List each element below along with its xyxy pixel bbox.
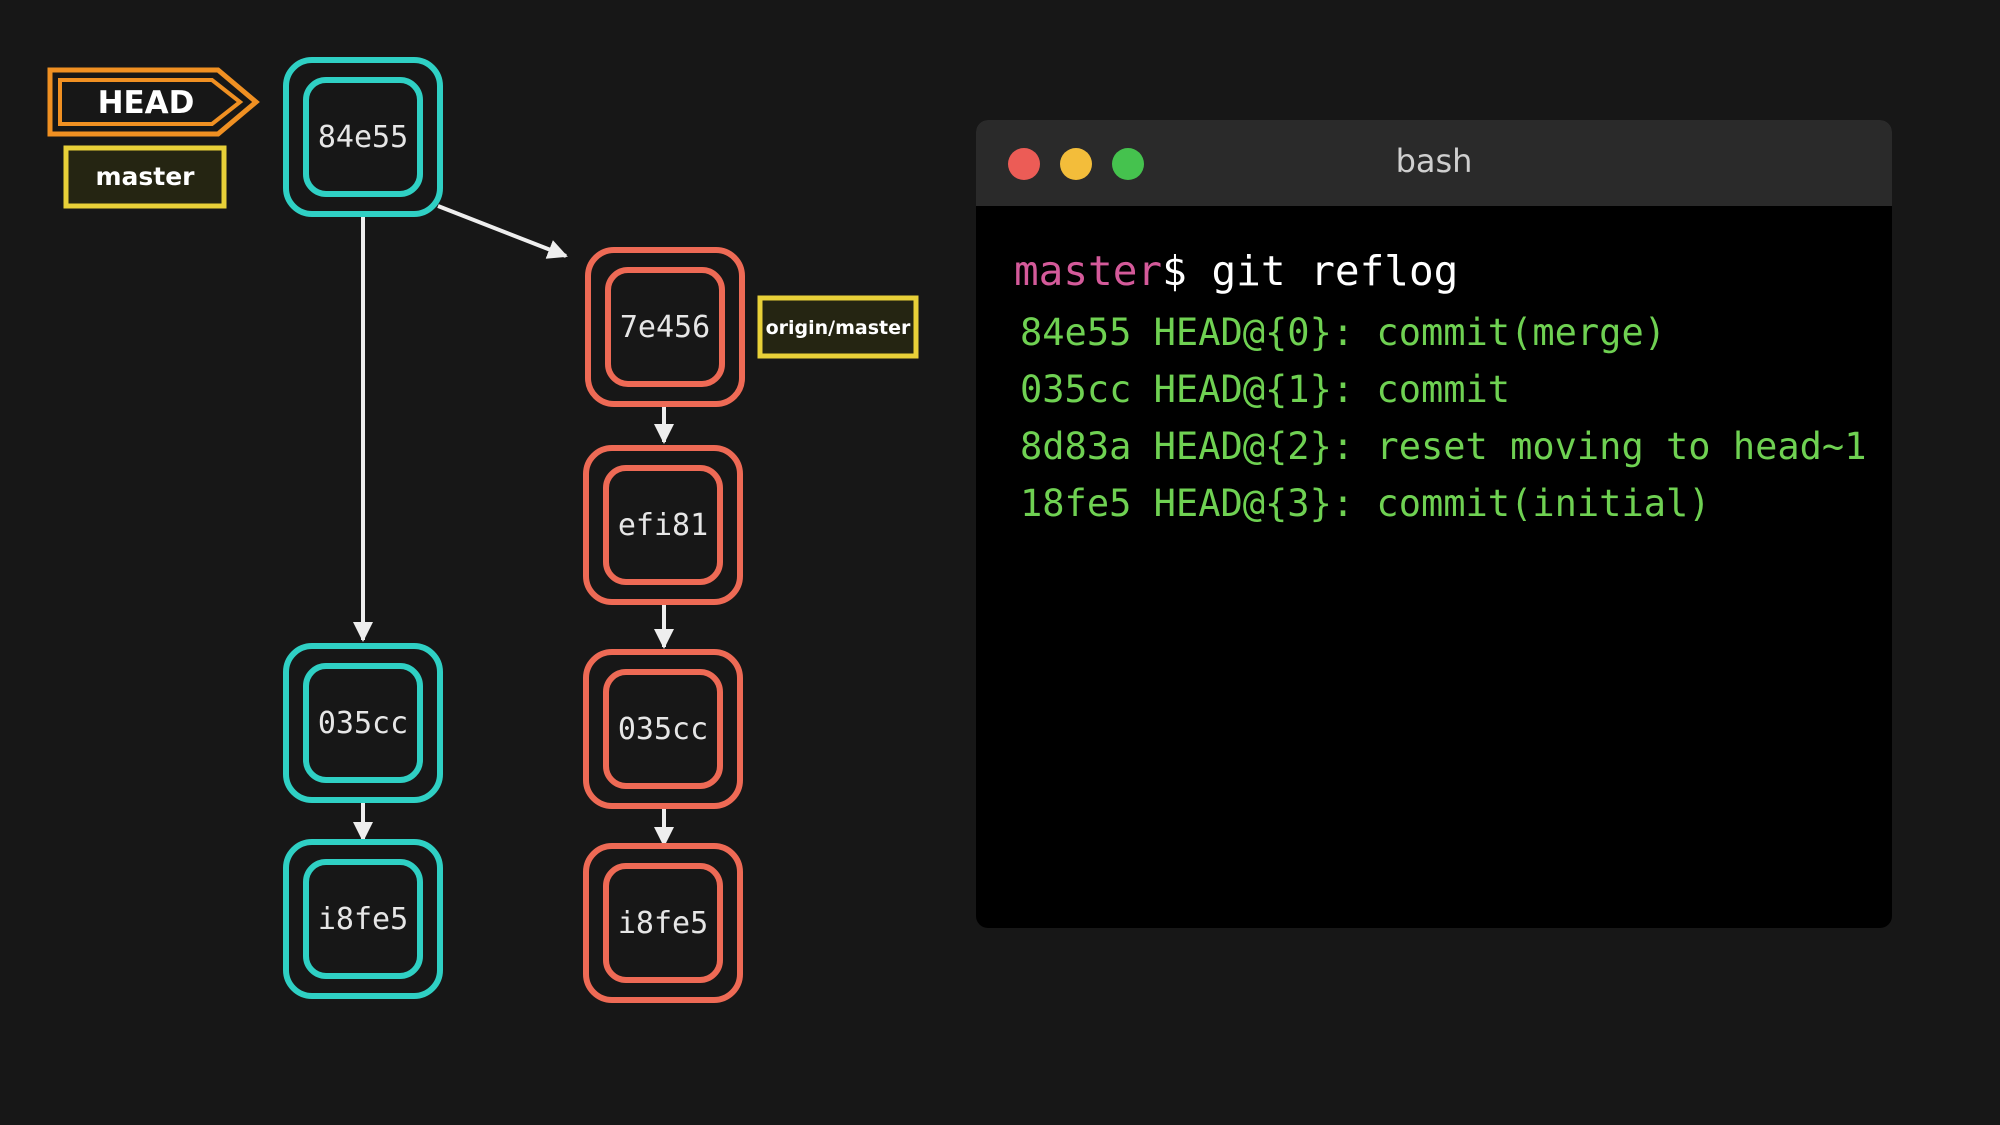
- reflog-entry: 84e55 HEAD@{0}: commit(merge): [1020, 311, 1667, 354]
- master-branch-label: master: [95, 162, 195, 191]
- reflog-entry: 035cc HEAD@{1}: commit: [1020, 368, 1511, 411]
- terminal-title: bash: [1395, 142, 1473, 180]
- head-pointer: HEAD: [47, 67, 260, 137]
- origin-master-tag: origin/master: [757, 295, 919, 359]
- commit-hash: 7e456: [620, 310, 710, 345]
- local-commit-84e55: 84e55: [283, 57, 443, 217]
- reflog-entry: 18fe5 HEAD@{3}: commit(initial): [1020, 482, 1711, 525]
- remote-commit-efi81: efi81: [583, 445, 743, 605]
- commit-hash: 035cc: [318, 706, 408, 741]
- local-commit-035cc: 035cc: [283, 643, 443, 803]
- remote-commit-035cc: 035cc: [583, 649, 743, 809]
- commit-hash: 84e55: [318, 120, 408, 155]
- remote-commit-i8fe5: i8fe5: [583, 843, 743, 1003]
- terminal-titlebar[interactable]: bash: [976, 120, 1892, 206]
- reflog-entry: 8d83a HEAD@{2}: reset moving to head~1: [1020, 425, 1867, 468]
- prompt-branch: master: [1014, 247, 1163, 295]
- minimize-window-icon[interactable]: [1060, 148, 1092, 180]
- close-window-icon[interactable]: [1008, 148, 1040, 180]
- commit-hash: 035cc: [618, 712, 708, 747]
- commit-arrows: [353, 204, 674, 847]
- local-commit-i8fe5: i8fe5: [283, 839, 443, 999]
- origin-master-label: origin/master: [766, 317, 911, 339]
- arrow-84e55-to-7e456: [437, 204, 568, 259]
- terminal-body[interactable]: master$ git reflog 84e55 HEAD@{0}: commi…: [976, 206, 1892, 532]
- commit-hash: i8fe5: [618, 906, 708, 941]
- master-branch-tag: master: [63, 145, 227, 209]
- prompt-symbol: $: [1162, 247, 1187, 295]
- remote-commit-7e456: 7e456: [585, 247, 745, 407]
- commit-hash: efi81: [618, 508, 708, 543]
- head-label: HEAD: [98, 85, 195, 121]
- command-text: git reflog: [1211, 247, 1459, 295]
- maximize-window-icon[interactable]: [1112, 148, 1144, 180]
- command-line: master$ git reflog: [1014, 244, 1892, 298]
- terminal-window[interactable]: bash master$ git reflog 84e55 HEAD@{0}: …: [976, 120, 1892, 928]
- commit-hash: i8fe5: [318, 902, 408, 937]
